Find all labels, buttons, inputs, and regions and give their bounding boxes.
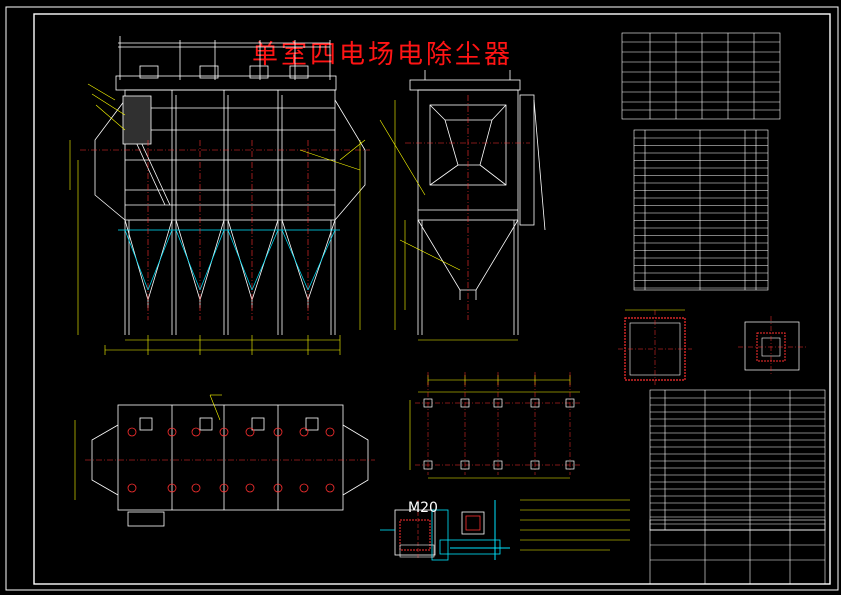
detail-section-left — [618, 309, 692, 385]
anchor-bolt-detail — [380, 500, 449, 561]
top-right-table — [621, 32, 781, 120]
plan-view-dimensions — [74, 394, 222, 500]
plan-view — [91, 404, 369, 527]
side-elevation-dimensions — [379, 100, 518, 341]
front-elevation-dimensions — [69, 83, 366, 355]
side-elevation-view — [409, 70, 546, 335]
bolt-group-detail — [439, 500, 510, 560]
inner-border — [33, 13, 831, 585]
side-elevation-centerlines — [405, 95, 530, 320]
bom-table — [649, 389, 826, 531]
front-elevation-centerlines — [80, 140, 370, 320]
detail-section-right — [738, 316, 806, 376]
front-elevation-leaders — [118, 229, 340, 291]
foundation-plan — [409, 372, 582, 479]
outer-border — [5, 6, 839, 591]
bolt-size-label: M20 — [408, 500, 438, 516]
parts-list-rows — [634, 137, 768, 289]
parts-list-table — [633, 129, 769, 291]
title-block — [649, 519, 826, 585]
bom-rows — [650, 397, 825, 525]
plan-view-holes — [127, 427, 335, 493]
front-elevation-view — [94, 36, 366, 335]
technical-notes-lines — [520, 499, 630, 551]
